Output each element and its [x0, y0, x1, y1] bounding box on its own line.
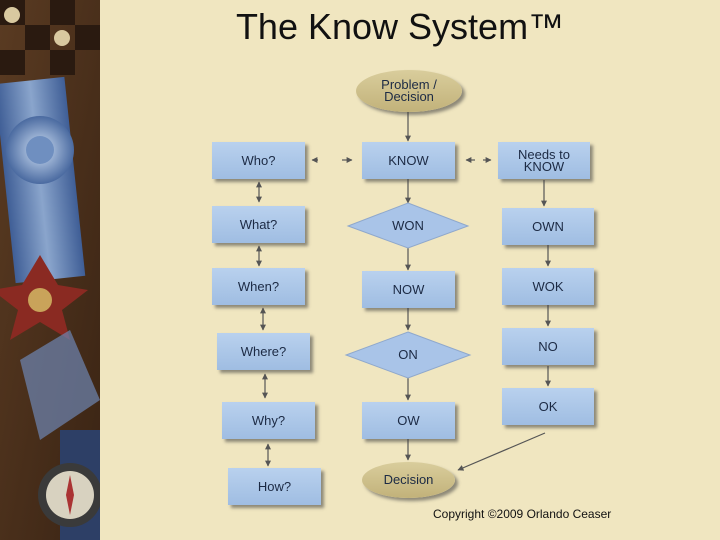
ow-box: OW	[362, 402, 455, 439]
who-box: Who?	[212, 142, 305, 179]
end-decision: Decision	[362, 462, 455, 498]
why-box: Why?	[222, 402, 315, 439]
chessboard-pattern	[0, 0, 100, 75]
now-box: NOW	[362, 271, 455, 308]
how-box: How?	[228, 468, 321, 505]
needs-to-know-box: Needs to KNOW	[498, 142, 590, 179]
won-label: WON	[392, 218, 424, 233]
slide-title: The Know System™	[235, 6, 565, 47]
ok-box: OK	[502, 388, 594, 425]
when-box: When?	[212, 268, 305, 305]
where-box: Where?	[217, 333, 310, 370]
know-box: KNOW	[362, 142, 455, 179]
medal-photo-strip	[0, 0, 100, 540]
copyright-text: Copyright ©2009 Orlando Ceaser	[433, 507, 612, 521]
start-problem-decision: Problem / Decision	[356, 70, 462, 112]
on-label: ON	[398, 347, 418, 362]
arrow-ok-to-decision	[457, 432, 546, 471]
wok-box: WOK	[502, 268, 594, 305]
no-box: NO	[502, 328, 594, 365]
won-diamond	[346, 202, 470, 249]
own-box: OWN	[502, 208, 594, 245]
on-diamond	[344, 331, 472, 379]
what-box: What?	[212, 206, 305, 243]
